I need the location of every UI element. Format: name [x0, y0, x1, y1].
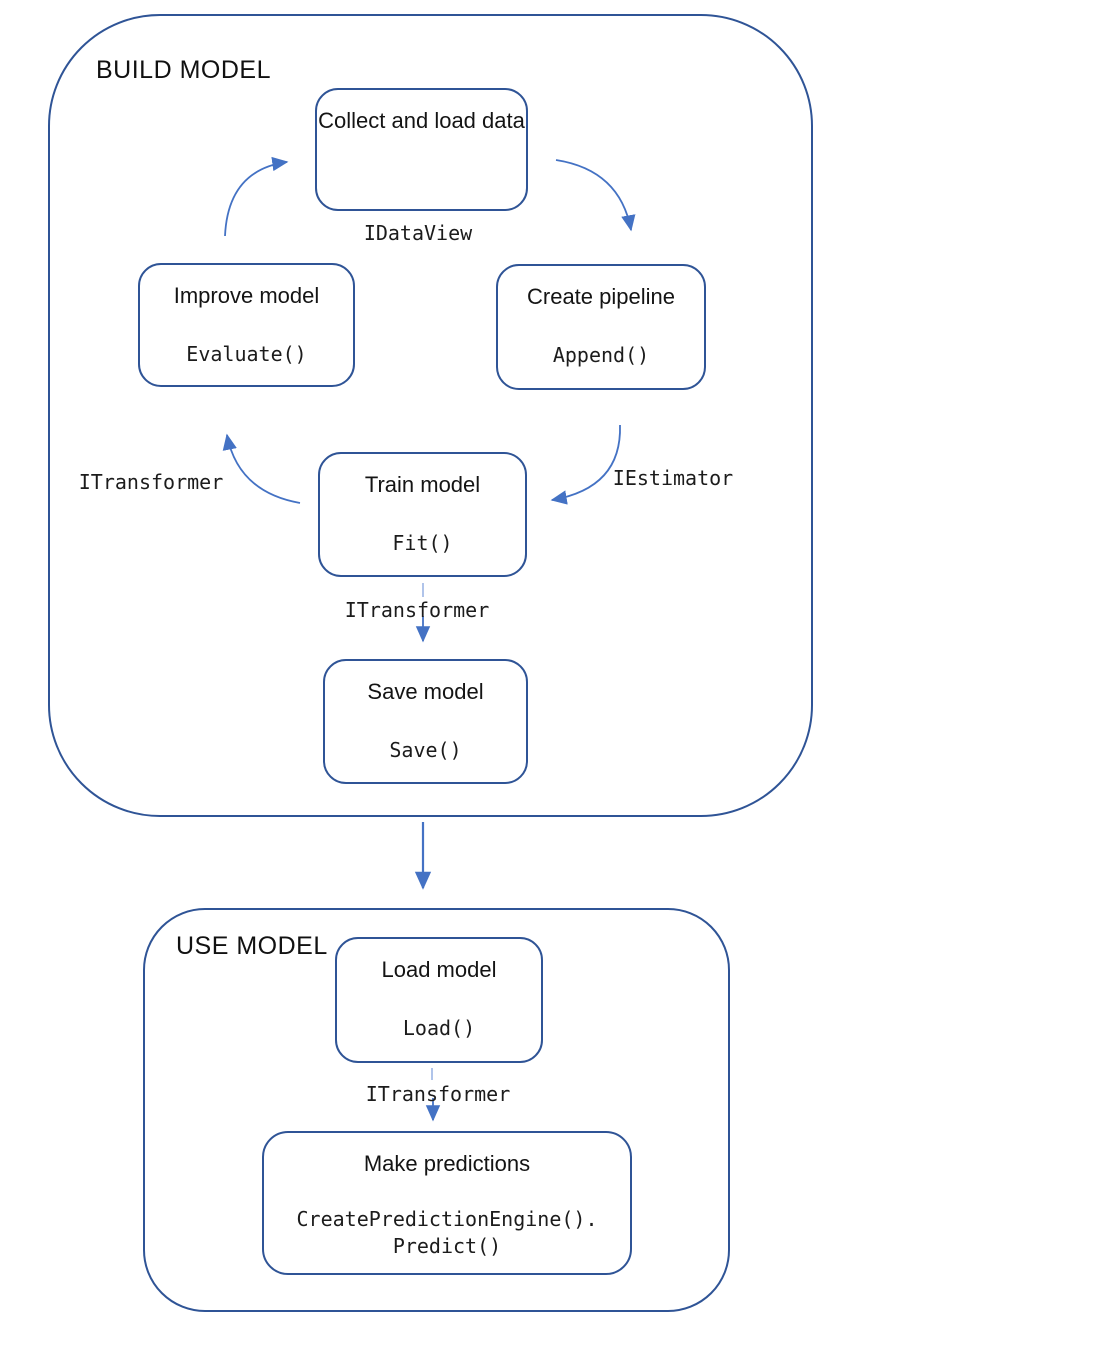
- node-code: CreatePredictionEngine(). Predict(): [296, 1207, 598, 1258]
- node-train-model: Train model Fit(): [318, 452, 527, 577]
- edge-label-itransformer-cycle: ITransformer: [78, 470, 224, 494]
- edge-label-itransformer-save: ITransformer: [344, 598, 490, 622]
- node-save-model: Save model Save(): [323, 659, 528, 784]
- node-create-pipeline: Create pipeline Append(): [496, 264, 706, 390]
- edge-label-itransformer-use: ITransformer: [365, 1082, 511, 1106]
- use-model-container: [143, 908, 730, 1312]
- node-title: Create pipeline: [527, 284, 675, 309]
- build-model-container: [48, 14, 813, 817]
- node-make-predictions: Make predictions CreatePredictionEngine(…: [262, 1131, 632, 1275]
- node-code: Evaluate(): [186, 342, 307, 366]
- node-load-model: Load model Load(): [335, 937, 543, 1063]
- node-code: Append(): [552, 343, 650, 367]
- edge-label-iestimator: IEstimator: [612, 466, 734, 490]
- edge-label-idataview: IDataView: [363, 221, 473, 245]
- build-model-heading: BUILD MODEL: [96, 56, 271, 84]
- node-title: Train model: [364, 472, 481, 497]
- node-title: Load model: [381, 957, 497, 982]
- node-code: Save(): [389, 738, 462, 762]
- node-title: Make predictions: [363, 1151, 531, 1176]
- node-title: Collect and load data: [318, 108, 525, 133]
- node-title: Save model: [367, 679, 484, 704]
- node-code: Fit(): [392, 531, 453, 555]
- node-code: Load(): [402, 1016, 476, 1040]
- node-improve-model: Improve model Evaluate(): [138, 263, 355, 387]
- use-model-heading: USE MODEL: [176, 932, 328, 960]
- node-title: Improve model: [173, 283, 320, 308]
- node-collect-and-load-data: Collect and load data: [315, 88, 528, 211]
